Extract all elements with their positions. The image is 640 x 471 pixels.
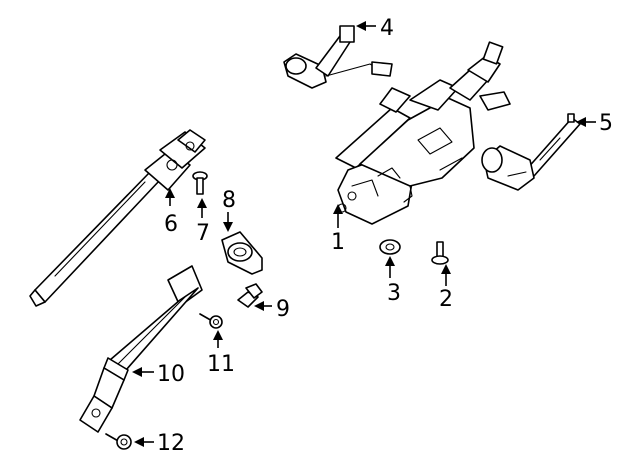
- callout-1: 1: [331, 230, 345, 255]
- part-8-seal: [221, 231, 263, 275]
- callout-leaders: [132, 21, 596, 447]
- callout-10: 10: [157, 362, 185, 387]
- callout-3: 3: [387, 281, 401, 306]
- part-2-bolt: [431, 241, 449, 265]
- part-6-intermediate-shaft: [29, 129, 206, 307]
- part-5-motor: [481, 113, 581, 191]
- part-11-bolt: [199, 313, 223, 329]
- callout-7: 7: [196, 221, 210, 246]
- part-7-bolt: [192, 171, 208, 195]
- callout-6: 6: [164, 212, 178, 237]
- callout-12: 12: [157, 431, 185, 456]
- part-1-steering-column: [335, 41, 511, 225]
- callout-9: 9: [276, 297, 290, 322]
- callout-labels: 1 2 3 4 5 6 7 8 9 10 11 12: [157, 16, 613, 456]
- part-9-nut: [237, 283, 263, 308]
- callout-4: 4: [380, 16, 394, 41]
- callout-5: 5: [599, 111, 613, 136]
- part-10-lower-shaft: [79, 265, 203, 433]
- callout-2: 2: [439, 287, 453, 312]
- part-4-sensor: [283, 25, 393, 89]
- part-3-washer: [379, 239, 401, 255]
- part-12-bolt: [105, 433, 132, 450]
- callout-11: 11: [207, 352, 235, 377]
- callout-8: 8: [222, 188, 236, 213]
